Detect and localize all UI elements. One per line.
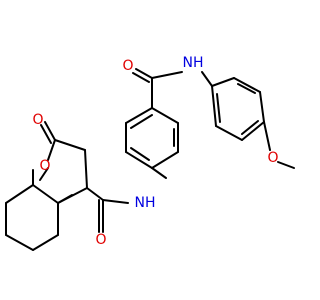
bond — [32, 184, 59, 204]
bond — [125, 107, 153, 124]
bond — [233, 77, 261, 93]
bond — [151, 151, 179, 169]
methoxy-oxygen-label: O — [267, 150, 278, 166]
bond — [130, 147, 150, 161]
bond — [32, 234, 59, 251]
bond — [5, 234, 34, 251]
amide-2-nitrogen-label: NH — [183, 55, 204, 71]
bond — [39, 167, 49, 181]
cyclohexane-ring — [5, 169, 59, 251]
atom-labels: O O O NH O NH O — [32, 55, 278, 248]
bond — [57, 187, 88, 204]
methoxyphenyl-ring — [211, 77, 295, 169]
lactone-ring — [39, 121, 88, 204]
amide-group-2 — [132, 68, 213, 109]
bond — [237, 83, 256, 94]
bond — [84, 149, 88, 189]
bond — [259, 91, 265, 123]
bond — [40, 124, 52, 144]
bond — [135, 68, 153, 79]
bond — [44, 121, 56, 141]
bond — [201, 71, 213, 87]
bond — [211, 77, 235, 87]
bond — [215, 125, 243, 141]
bond — [86, 187, 104, 201]
bond — [125, 151, 153, 169]
amide-1-nitrogen-label: NH — [135, 195, 156, 211]
bond — [102, 199, 129, 204]
molecule-structure-diagram: O O O NH O NH O — [5, 55, 295, 251]
lactone-carbonyl-oxygen-label: O — [32, 112, 43, 128]
bond — [211, 85, 217, 127]
bond — [151, 167, 167, 179]
amide-group-1 — [86, 187, 129, 233]
bond — [277, 161, 295, 169]
bond — [54, 139, 86, 151]
ring-oxygen-label: O — [39, 158, 50, 174]
bond — [151, 107, 179, 124]
bond — [216, 93, 221, 123]
bond — [5, 184, 34, 204]
bond — [132, 72, 150, 83]
bond — [263, 121, 271, 151]
bond — [241, 120, 259, 135]
bond — [241, 121, 265, 141]
benzene-ring-central — [125, 107, 179, 179]
amide-2-oxygen-label: O — [122, 58, 133, 74]
bond — [47, 139, 56, 161]
bond — [151, 71, 183, 79]
bond — [130, 114, 153, 129]
amide-1-oxygen-label: O — [95, 232, 106, 248]
